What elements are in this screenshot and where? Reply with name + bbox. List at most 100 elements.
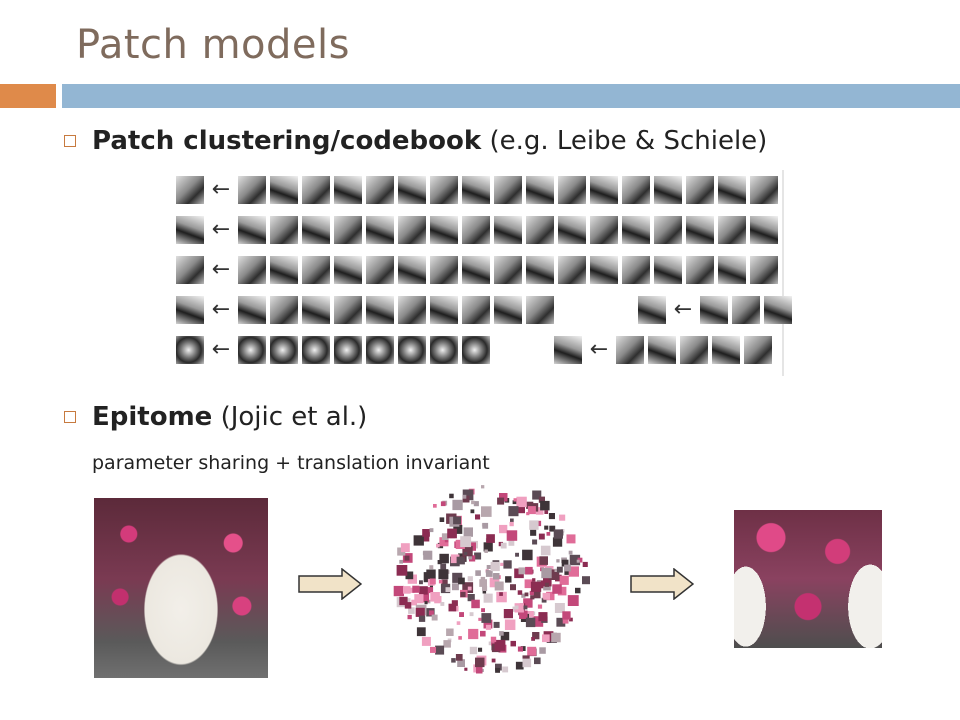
patch-square — [538, 612, 548, 622]
patch-square — [462, 494, 467, 499]
patch-square — [522, 658, 532, 668]
patch-square — [408, 607, 415, 614]
patch-square — [486, 565, 491, 569]
patch-square — [548, 513, 555, 520]
right-arrow-icon — [630, 568, 694, 600]
patch-square — [546, 591, 555, 601]
patch-square — [568, 550, 573, 555]
patch-square — [404, 602, 412, 609]
patch-square — [568, 566, 579, 577]
patch-square — [530, 529, 537, 536]
patch-square — [522, 549, 533, 561]
patch-square — [520, 646, 526, 651]
patch-square — [538, 496, 545, 503]
patch-square — [441, 533, 449, 540]
left-arrow-icon: ← — [673, 297, 693, 322]
patch-square — [553, 529, 563, 539]
patch-square — [418, 592, 430, 603]
patch-square — [467, 594, 475, 602]
patch-square — [556, 559, 560, 563]
patch-square — [566, 534, 576, 544]
codebook-row: ← ← — [176, 334, 776, 366]
patch-square — [530, 581, 542, 592]
right-arrow-icon — [298, 568, 362, 600]
patch-square — [422, 534, 430, 542]
patch-square — [559, 575, 569, 585]
patch-square — [500, 562, 504, 566]
patch-square — [500, 631, 510, 641]
patch-square — [430, 646, 436, 653]
patch-square — [450, 554, 460, 564]
patch-square — [435, 645, 445, 655]
patch-square — [416, 627, 426, 637]
patch-square — [411, 599, 417, 606]
patch-square — [445, 587, 451, 592]
patch-square — [485, 624, 491, 630]
patch-square — [475, 570, 481, 576]
patch-square — [480, 630, 486, 637]
patch-square — [430, 592, 440, 602]
patch-square — [544, 525, 549, 530]
patch-square — [429, 528, 434, 533]
patch-square — [456, 621, 461, 625]
patch-square — [419, 580, 423, 585]
patch-square — [481, 613, 492, 623]
left-arrow-icon: ← — [211, 297, 231, 322]
patch-square — [517, 590, 523, 595]
patch-square — [481, 608, 485, 613]
patch-square — [582, 561, 588, 567]
patch-square — [453, 516, 461, 525]
bullet-bold-text: Patch clustering/codebook — [92, 126, 482, 156]
codebook-row: ← ← — [176, 294, 796, 326]
patch-square — [564, 564, 571, 572]
patch-square — [517, 505, 525, 514]
patch-square — [502, 666, 509, 673]
patch-square — [419, 586, 428, 595]
patch-square — [537, 604, 543, 609]
patch-square — [463, 527, 473, 537]
patch-square — [429, 578, 436, 585]
patch-square — [464, 667, 468, 671]
patch-square — [493, 621, 500, 628]
patch-square — [561, 559, 569, 567]
patch-tile — [176, 176, 204, 204]
patch-square — [548, 569, 560, 580]
patch-square — [482, 522, 489, 529]
patch-square — [441, 579, 448, 586]
patch-square — [471, 599, 480, 609]
bullet-codebook: Patch clustering/codebook (e.g. Leibe & … — [64, 126, 767, 156]
patch-square — [429, 584, 433, 588]
patch-square — [532, 490, 542, 500]
patch-square — [544, 582, 550, 587]
patch-square — [455, 654, 463, 661]
patch-square — [556, 566, 563, 573]
patch-square — [546, 532, 551, 536]
patch-square — [539, 556, 548, 565]
patch-square — [415, 607, 425, 617]
patch-square — [500, 542, 507, 549]
patch-square — [421, 636, 431, 646]
patch-square — [422, 529, 430, 537]
patch-square — [451, 658, 456, 663]
patch-square — [458, 558, 465, 565]
patch-square — [512, 500, 517, 505]
patch-square — [460, 591, 466, 598]
patch-square — [540, 545, 551, 556]
patch-square — [543, 577, 552, 587]
patch-square — [535, 507, 544, 515]
left-arrow-icon: ← — [211, 177, 231, 202]
patch-square — [527, 506, 536, 515]
patch-square — [504, 619, 516, 630]
patch-square — [452, 572, 463, 583]
patch-square — [452, 499, 463, 511]
patch-square — [524, 592, 529, 597]
patch-square — [431, 614, 438, 621]
patch-square — [436, 543, 440, 548]
bullet-bold-text: Epitome — [92, 402, 213, 432]
patch-square — [444, 538, 449, 543]
codebook-row: ← — [176, 214, 782, 246]
patch-square — [510, 640, 516, 647]
patch-square — [458, 577, 465, 585]
patch-square — [499, 631, 504, 636]
accent-bar-blue — [62, 84, 960, 108]
